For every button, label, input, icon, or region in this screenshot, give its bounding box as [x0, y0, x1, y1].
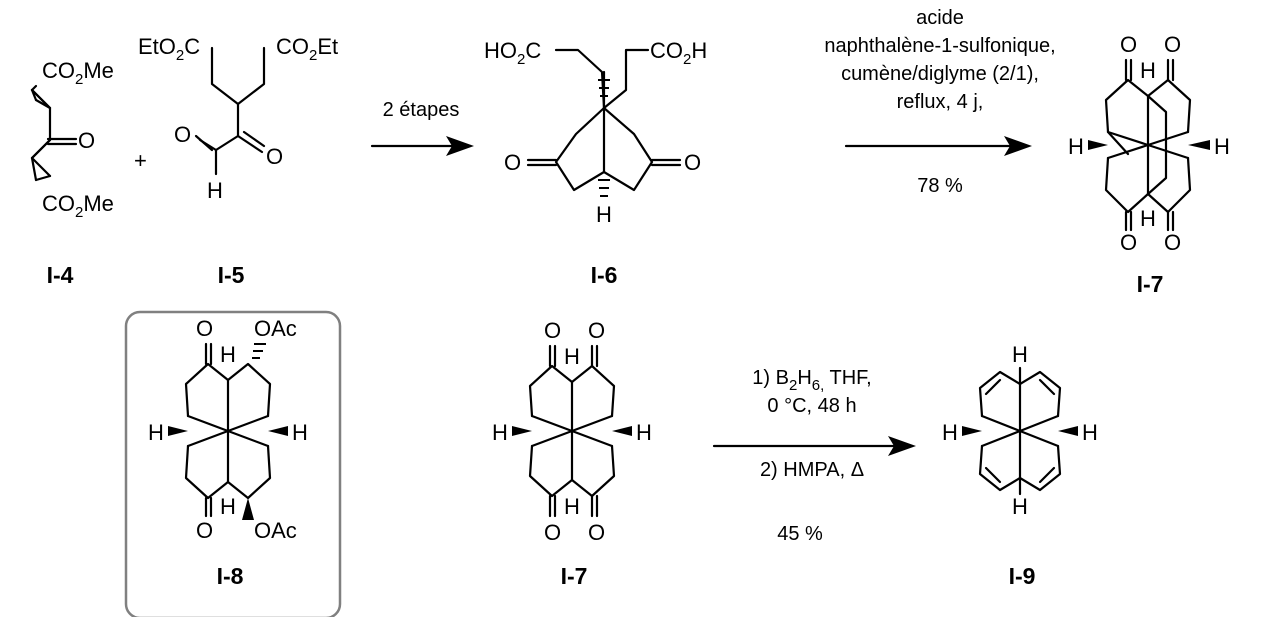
hydrogen-label: H — [564, 344, 580, 369]
hydrogen-label: H — [148, 420, 164, 445]
hydrogen-label: H — [1140, 206, 1156, 231]
hydrogen-label: H — [1012, 494, 1028, 519]
structure-i8: O H OAc H H H O OAc I-8 — [124, 310, 342, 617]
eto2c-label: EtO2C — [138, 34, 200, 64]
compound-label-i7-top: I-7 — [1137, 271, 1164, 297]
hydrogen-label: H — [1082, 420, 1098, 445]
oxygen-label: O — [196, 518, 213, 543]
step3-line3: 2) HMPA, Δ — [760, 459, 864, 481]
bridgehead-hydrogen-label: H — [596, 202, 612, 227]
step2-line1: acide — [916, 7, 964, 29]
reaction-arrow-1: 2 étapes — [370, 99, 474, 156]
oxygen-label: O — [1120, 32, 1137, 57]
plus-sign: + — [134, 148, 147, 173]
hydrogen-label: H — [492, 420, 508, 445]
ketone-oxygen-label: O — [78, 128, 95, 153]
oac-bottom-label: OAc — [254, 518, 297, 543]
structure-i6: HO2C CO2H O O H I-6 — [484, 38, 707, 288]
hydrogen-label: H — [220, 342, 236, 367]
hydrogen-label: H — [636, 420, 652, 445]
right-oxygen-label: O — [684, 150, 701, 175]
oac-top-label: OAc — [254, 316, 297, 341]
hydrogen-label: H — [942, 420, 958, 445]
step3-line2: 0 °C, 48 h — [767, 395, 856, 417]
oxygen-label: O — [544, 318, 561, 343]
compound-label-i7-bottom: I-7 — [561, 563, 588, 589]
step1-condition: 2 étapes — [383, 99, 460, 121]
oxygen-label: O — [1120, 230, 1137, 255]
structure-i7-bottom: O O H H H H O O I-7 — [492, 318, 652, 589]
structure-i4: CO2Me O CO2Me I-4 — [30, 58, 114, 288]
compound-label-i9: I-9 — [1009, 563, 1036, 589]
structure-i9: H H H H I-9 — [942, 342, 1098, 589]
step3-yield: 45 % — [777, 523, 823, 545]
oxygen-label: O — [1164, 230, 1181, 255]
hydrogen-label: H — [564, 494, 580, 519]
oxygen-label: O — [544, 520, 561, 545]
oxygen-label: O — [196, 316, 213, 341]
left-oxygen-label: O — [504, 150, 521, 175]
compound-label-i6: I-6 — [591, 262, 618, 288]
oxygen-label: O — [588, 520, 605, 545]
step2-yield: 78 % — [917, 175, 963, 197]
hydrogen-label: H — [1012, 342, 1028, 367]
hydrogen-label: H — [1140, 58, 1156, 83]
co2h-label: CO2H — [650, 38, 707, 68]
aldehyde-oxygen-label: O — [174, 122, 191, 147]
reaction-arrow-3: 1) B2H6, THF, 0 °C, 48 h 2) HMPA, Δ 45 % — [712, 367, 916, 545]
compound-label-i4: I-4 — [47, 262, 74, 288]
structure-i7-top: O O H H H H O O I-7 — [1068, 32, 1230, 297]
hydrogen-label: H — [220, 494, 236, 519]
co2me-bottom-label: CO2Me — [42, 191, 114, 221]
highlight-frame — [124, 310, 342, 617]
structure-i5: EtO2C CO2Et O O H I-5 — [138, 34, 338, 288]
co2et-label: CO2Et — [276, 34, 338, 64]
step2-line2: naphthalène-1-sulfonique, — [824, 35, 1055, 57]
aldehyde-hydrogen-label: H — [207, 178, 223, 203]
step2-line3: cumène/diglyme (2/1), — [841, 63, 1039, 85]
ho2c-label: HO2C — [484, 38, 541, 68]
step3-line1: 1) B2H6, THF, — [752, 367, 871, 394]
hydrogen-label: H — [1214, 134, 1230, 159]
step2-line4: reflux, 4 j, — [897, 91, 984, 113]
compound-label-i5: I-5 — [218, 262, 245, 288]
oxygen-label: O — [588, 318, 605, 343]
ketone-oxygen-label: O — [266, 144, 283, 169]
hydrogen-label: H — [292, 420, 308, 445]
oxygen-label: O — [1164, 32, 1181, 57]
hydrogen-label: H — [1068, 134, 1084, 159]
co2me-top-label: CO2Me — [42, 58, 114, 88]
reaction-arrow-2: acide naphthalène-1-sulfonique, cumène/d… — [824, 7, 1055, 197]
compound-label-i8: I-8 — [217, 563, 244, 589]
